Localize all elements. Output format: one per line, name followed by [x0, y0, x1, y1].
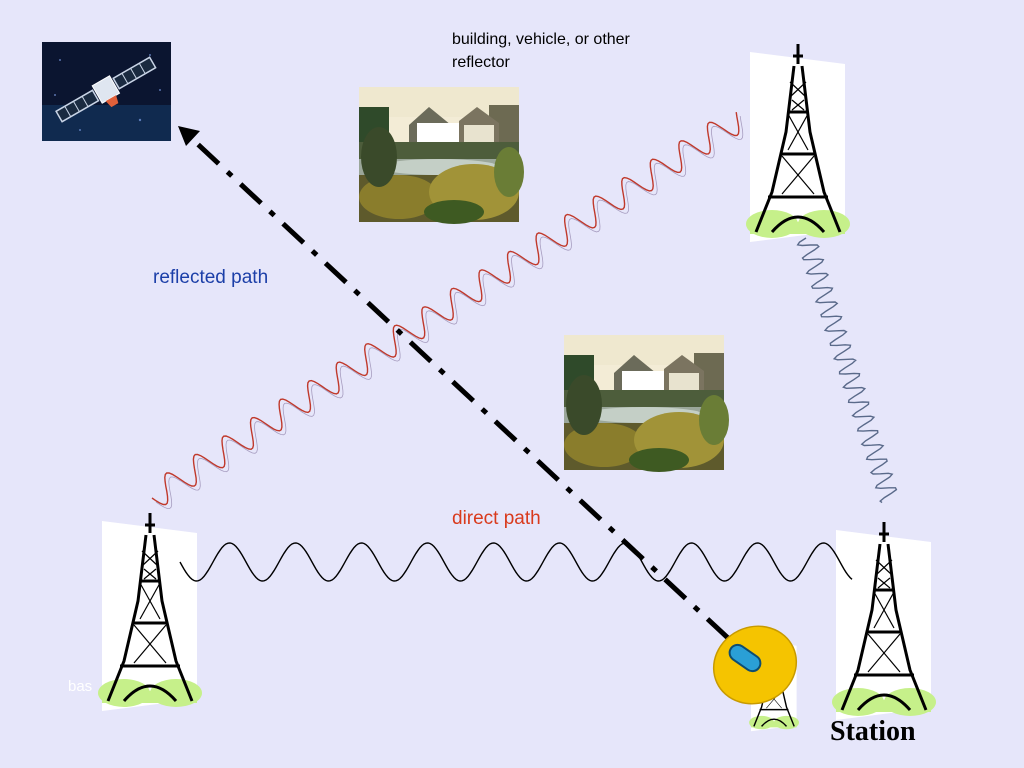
tower-link-wave	[796, 237, 898, 504]
direct-wave	[179, 542, 853, 582]
reflector-label: building, vehicle, or other reflector	[452, 31, 630, 71]
direct-path-label: direct path	[452, 508, 541, 529]
base-label: bas	[68, 678, 93, 695]
satellite-icon	[42, 42, 171, 141]
station-tower-icon	[830, 520, 938, 722]
reflector-house-top-icon	[359, 87, 524, 224]
station-label: Station	[830, 716, 916, 747]
satellite-dish-icon	[712, 625, 798, 705]
tower-top-right-icon	[744, 42, 852, 244]
reflector-house-middle-icon	[564, 335, 729, 472]
reflected-wave-shadow	[155, 116, 744, 509]
base-tower-icon	[96, 511, 204, 713]
reflected-wave	[151, 111, 740, 506]
reflected-path-label: reflected path	[153, 267, 269, 288]
satellite-link-line	[178, 126, 730, 640]
